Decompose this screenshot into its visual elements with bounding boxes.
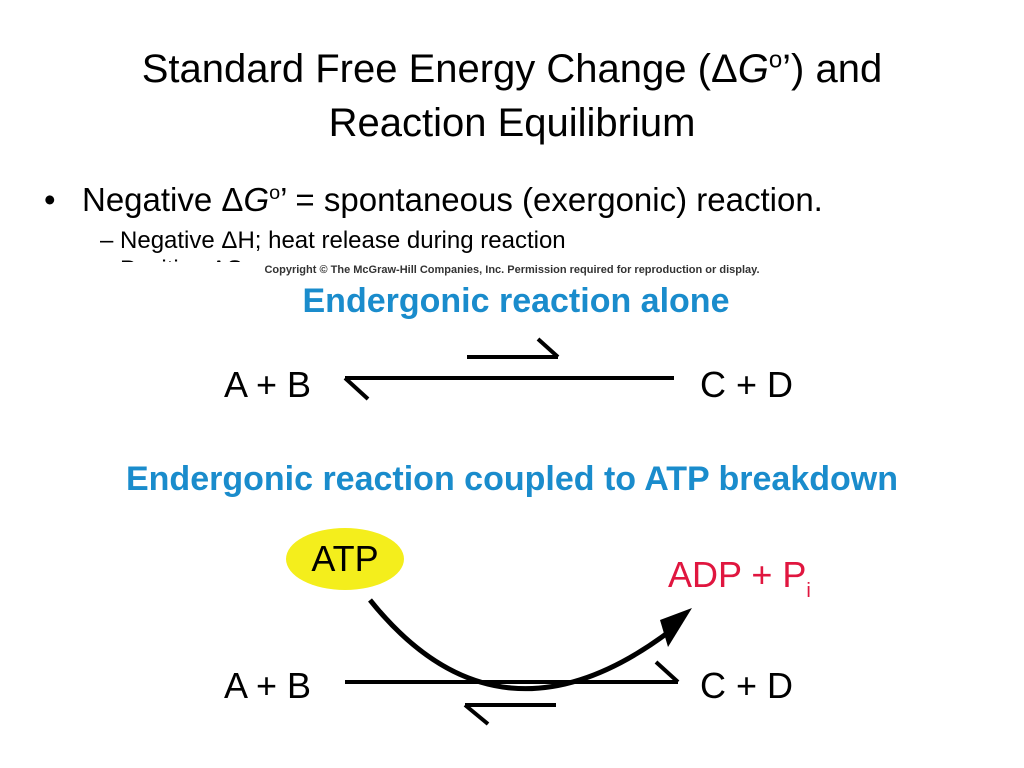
- reaction-arrows: [343, 337, 692, 726]
- panel1-products: C + D: [700, 364, 794, 405]
- panel2-forward-half-arrow: [345, 660, 680, 684]
- bullet-dot: •: [44, 181, 56, 218]
- panel2-reactants: A + B: [224, 665, 312, 706]
- panel2-equilibrium-arrows: [345, 660, 680, 726]
- bullet-negative-dg: •Negative ΔGo’ = spontaneous (exergonic)…: [44, 181, 823, 218]
- copyright-notice: Copyright © The McGraw-Hill Companies, I…: [264, 264, 760, 276]
- adp-pi-label: ADP + Pi: [668, 554, 811, 603]
- panel1-reactants: A + B: [224, 364, 312, 405]
- panel2-products: C + D: [700, 665, 794, 706]
- atp-to-adp-curved-arrow: [368, 598, 692, 692]
- panel1-forward-half-arrow: [467, 337, 560, 359]
- coupled-reaction-figure: Copyright © The McGraw-Hill Companies, I…: [0, 262, 1024, 768]
- atp-badge: ATP: [286, 528, 404, 590]
- panel1-heading: Endergonic reaction alone: [302, 282, 730, 320]
- panel2-reverse-half-arrow: [463, 703, 556, 726]
- panel2-heading: Endergonic reaction coupled to ATP break…: [125, 460, 899, 498]
- title-line2: Reaction Equilibrium: [328, 101, 696, 145]
- sub-bullet-heat-release: – Negative ΔH; heat release during react…: [100, 227, 566, 254]
- panel1-reverse-half-arrow: [343, 376, 674, 401]
- panel1-equilibrium-arrows: [343, 337, 674, 401]
- slide-title: Standard Free Energy Change (ΔGo’) and R…: [0, 42, 1024, 150]
- title-line1: Standard Free Energy Change (ΔGo’) and: [141, 46, 883, 91]
